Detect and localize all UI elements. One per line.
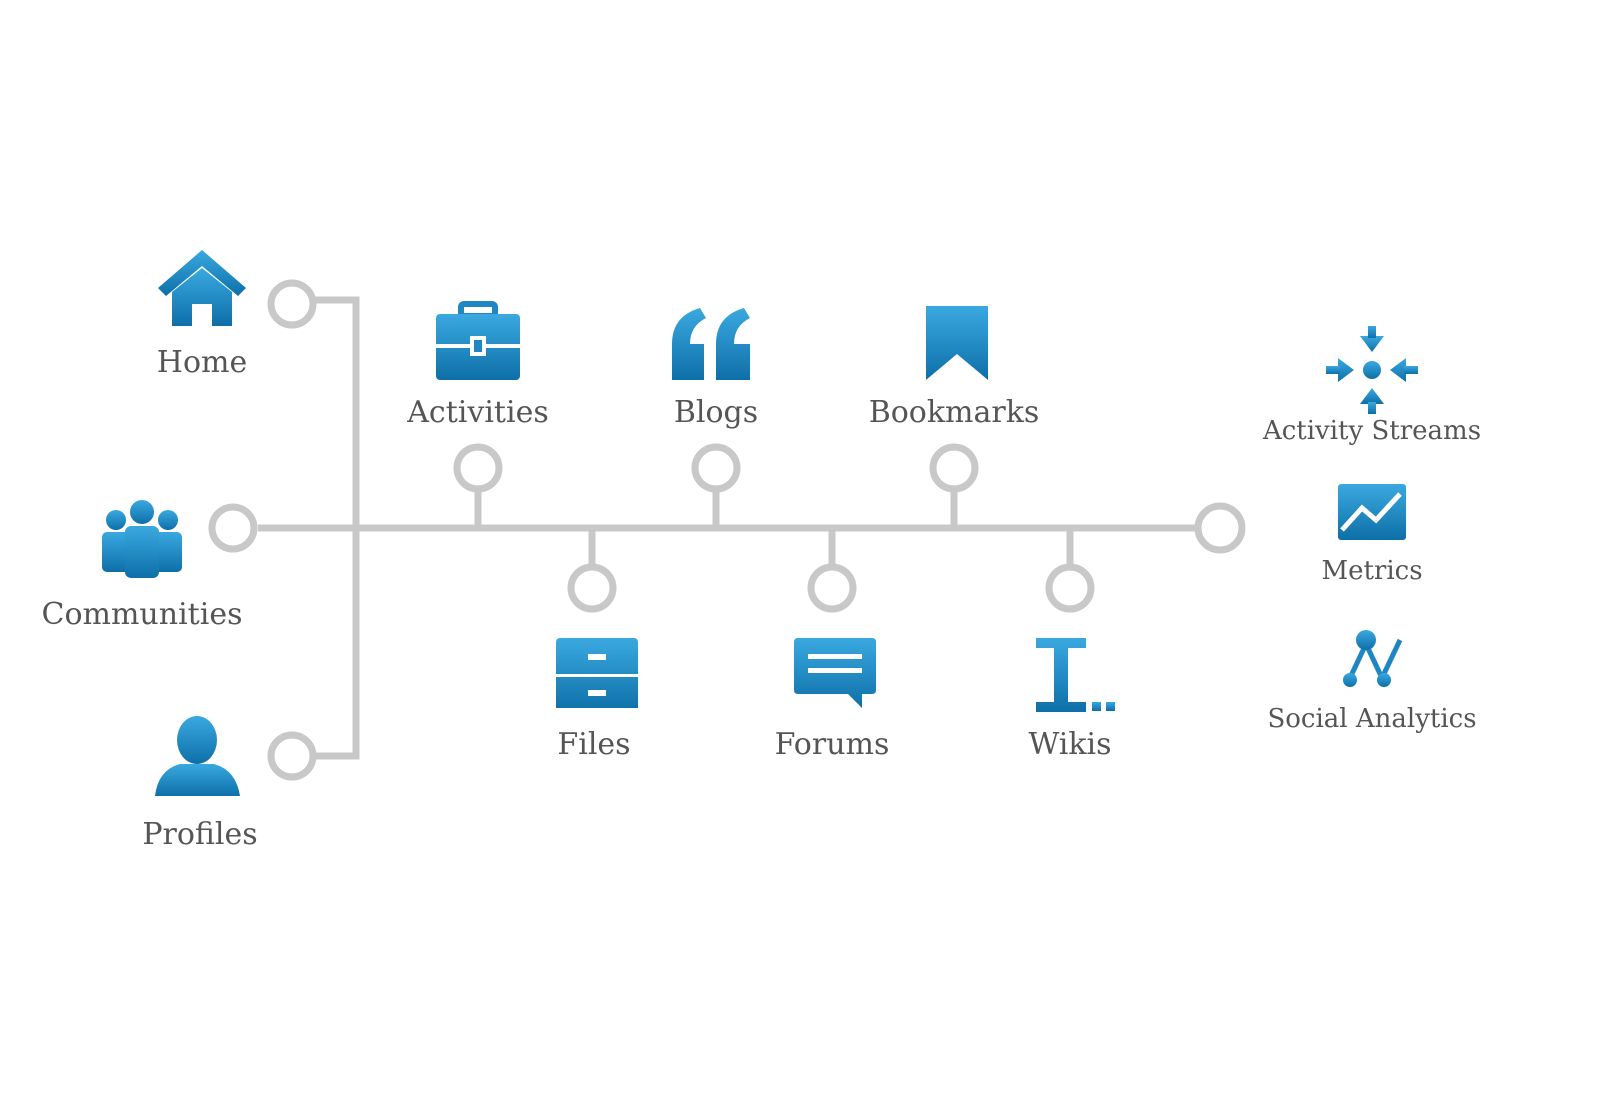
file-cabinet-icon — [556, 638, 638, 712]
node-circle-activities — [453, 443, 503, 493]
node-label-blogs: Blogs — [673, 395, 759, 430]
line-chart-icon — [1338, 484, 1406, 540]
node-label-activities: Activities — [407, 395, 549, 430]
briefcase-icon — [436, 301, 520, 380]
extra-label-social-analytics: Social Analytics — [1267, 704, 1477, 734]
node-circle-files — [567, 563, 617, 613]
node-circle-profiles — [267, 731, 317, 781]
node-label-profiles: Profiles — [142, 817, 258, 852]
people-group-icon — [102, 500, 182, 578]
node-label-home: Home — [156, 345, 248, 380]
bookmark-icon — [926, 306, 988, 380]
node-circle-wikis — [1045, 563, 1095, 613]
node-circle-home — [267, 279, 317, 329]
node-label-files: Files — [557, 727, 631, 762]
node-label-forums: Forums — [774, 727, 890, 762]
node-label-wikis: Wikis — [1028, 727, 1112, 762]
extra-label-activity-streams: Activity Streams — [1262, 416, 1482, 446]
node-circle-forums — [807, 563, 857, 613]
network-graph-icon — [1343, 630, 1403, 687]
node-label-communities: Communities — [41, 597, 243, 632]
node-label-bookmarks: Bookmarks — [868, 395, 1040, 430]
text-cursor-icon — [1036, 638, 1115, 712]
speech-bubble-icon — [794, 638, 876, 708]
node-circle-bookmarks — [929, 443, 979, 493]
node-circle-communities — [208, 503, 258, 553]
converge-arrows-icon — [1326, 326, 1418, 414]
quote-icon — [672, 308, 750, 380]
extra-label-metrics: Metrics — [1321, 556, 1423, 586]
person-icon — [155, 716, 240, 796]
node-circle-blogs — [691, 443, 741, 493]
node-circle-end — [1194, 502, 1246, 554]
house-icon — [158, 250, 246, 326]
